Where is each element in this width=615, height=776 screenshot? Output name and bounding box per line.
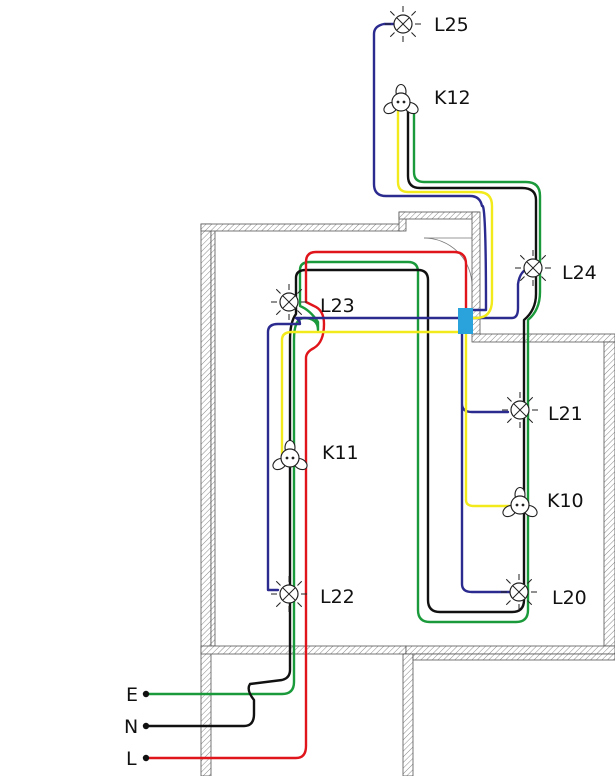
light-bulb-icon: L20: [501, 574, 587, 610]
light-bulb-symbol: [502, 392, 538, 428]
light-bulb-icon: L24: [515, 250, 597, 286]
neutral-wire: [146, 108, 538, 728]
live-wire: [146, 250, 468, 760]
switch-symbol: [383, 83, 419, 115]
wall-left-inner: [210, 229, 216, 647]
light-bulb-icon: L23: [271, 284, 355, 320]
switched-wire-yellow: [280, 102, 514, 508]
light-label: L20: [552, 587, 587, 609]
light-bulb-symbol: [501, 574, 537, 610]
light-bulb-symbol: [515, 250, 551, 286]
wall-lower-left: [402, 653, 414, 776]
light-label: L25: [434, 14, 469, 36]
wires: [146, 22, 542, 760]
switches: K12 K11 K10: [272, 83, 584, 518]
earth-label: E: [126, 684, 138, 706]
switch-symbol: [502, 486, 538, 518]
light-bulb-icon: L25: [385, 6, 469, 42]
wall-notch-right: [471, 211, 481, 335]
switch-label: K12: [434, 87, 471, 109]
switch-icon: K10: [502, 486, 584, 518]
light-label: L23: [320, 295, 355, 317]
wall-top-right: [471, 333, 615, 343]
switched-wire-blue: [266, 22, 532, 594]
wall-bottom-right: [405, 645, 615, 655]
wall-notch-top: [398, 211, 480, 220]
wall-right: [603, 341, 615, 647]
wall-bottom-left: [200, 645, 407, 655]
switch-label: K11: [322, 442, 359, 464]
switch-icon: K11: [272, 439, 359, 471]
light-bulb-icon: L22: [271, 576, 355, 612]
live-label: L: [126, 748, 137, 770]
junction-box: [458, 308, 473, 334]
light-label: L21: [548, 403, 583, 425]
light-label: L22: [320, 586, 355, 608]
neutral-label: N: [124, 716, 138, 738]
wall-top-left: [200, 223, 402, 232]
light-label: L24: [562, 262, 597, 284]
wall-lower-top: [412, 653, 615, 661]
switch-label: K10: [547, 490, 584, 512]
live-terminal: [142, 754, 150, 762]
supply-terminals: E N L: [124, 684, 150, 770]
floor-plan: [200, 211, 615, 776]
earth-terminal: [142, 690, 150, 698]
light-bulb-symbol: [385, 6, 421, 42]
light-bulb-symbol: [271, 284, 307, 320]
lights: L25 L24 L23 L21 L22 L20: [271, 6, 597, 612]
switch-symbol: [272, 439, 308, 471]
light-bulb-icon: L21: [502, 392, 583, 428]
switch-icon: K12: [383, 83, 471, 115]
neutral-terminal: [142, 722, 150, 730]
light-bulb-symbol: [271, 576, 307, 612]
